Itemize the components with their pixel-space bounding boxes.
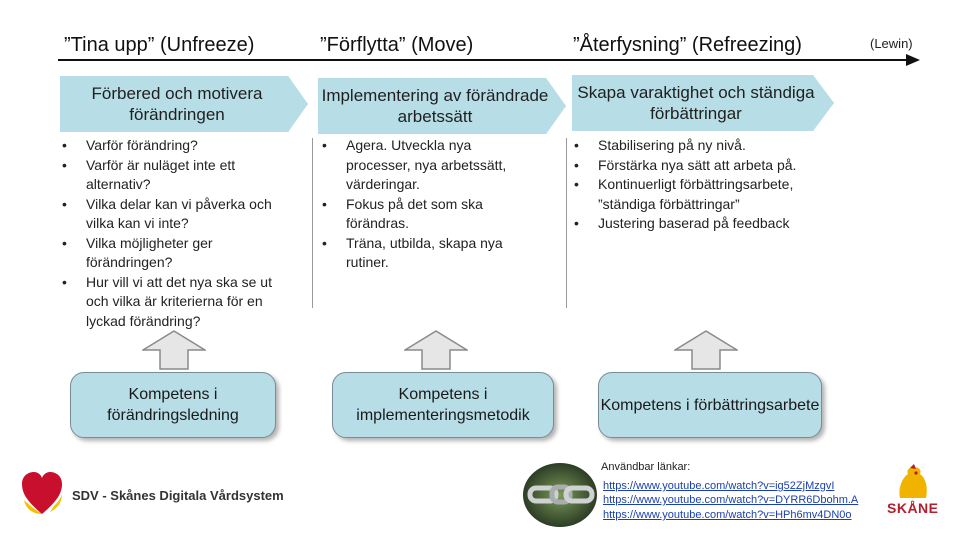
list-item: Vilka möjligheter ger förändringen?	[62, 234, 288, 273]
competence-box-refreezing: Kompetens i förbättringsarbete	[598, 372, 822, 438]
column-divider	[566, 138, 567, 308]
competence-box-move: Kompetens i implementeringsmetodik	[332, 372, 554, 438]
banner-unfreeze-label: Förbered och motivera förändringen	[91, 84, 263, 124]
list-item: Fokus på det som ska förändras.	[322, 195, 532, 234]
banner-move-label: Implementering av förändrade arbetssätt	[321, 86, 549, 126]
banner-unfreeze: Förbered och motivera förändringen	[60, 76, 308, 132]
list-item: Varför är nuläget inte ett alternativ?	[62, 156, 288, 195]
banner-move: Implementering av förändrade arbetssätt	[318, 78, 566, 134]
youtube-link-3[interactable]: https://www.youtube.com/watch?v=HPh6mv4D…	[603, 509, 852, 521]
list-item: Stabilisering på ny nivå.	[574, 136, 836, 156]
phase-title-refreezing: ”Återfysning” (Refreezing)	[573, 34, 802, 56]
timeline-line	[58, 59, 908, 61]
list-item: Träna, utbilda, skapa nya rutiner.	[322, 234, 532, 273]
list-item: Justering baserad på feedback	[574, 214, 836, 234]
competence-box-unfreeze: Kompetens i förändringsledning	[70, 372, 276, 438]
youtube-link-1[interactable]: https://www.youtube.com/watch?v=ig52ZjMz…	[603, 480, 835, 492]
list-item: Hur vill vi att det nya ska se ut och vi…	[62, 273, 288, 332]
phase-title-move: ”Förflytta” (Move)	[320, 34, 474, 56]
competence-label: Kompetens i implementeringsmetodik	[356, 386, 530, 424]
list-item: Agera. Utveckla nya processer, nya arbet…	[322, 136, 532, 195]
competence-label: Kompetens i förändringsledning	[107, 386, 239, 424]
lewin-label: (Lewin)	[870, 36, 913, 51]
up-arrow-icon	[674, 330, 738, 370]
links-title: Användbar länkar:	[601, 461, 691, 473]
up-arrow-icon	[404, 330, 468, 370]
list-item: Varför förändring?	[62, 136, 288, 156]
list-item: Förstärka nya sätt att arbeta på.	[574, 156, 836, 176]
banner-refreezing-label: Skapa varaktighet och ständiga förbättri…	[577, 83, 815, 123]
skane-griffin-logo-icon	[899, 464, 927, 498]
column-divider	[312, 138, 313, 308]
timeline-arrowhead	[906, 54, 920, 66]
bullet-list-move: Agera. Utveckla nya processer, nya arbet…	[322, 136, 532, 273]
bullet-list-unfreeze: Varför förändring? Varför är nuläget int…	[62, 136, 288, 331]
sdv-logo-text: SDV - Skånes Digitala Vårdsystem	[72, 488, 284, 503]
banner-refreezing: Skapa varaktighet och ständiga förbättri…	[572, 75, 834, 131]
sdv-heart-logo-icon	[22, 472, 62, 514]
youtube-link-2[interactable]: https://www.youtube.com/watch?v=DYRR6Dbo…	[603, 494, 859, 506]
competence-label: Kompetens i förbättringsarbete	[600, 396, 820, 414]
up-arrow-icon	[142, 330, 206, 370]
bullet-list-refreezing: Stabilisering på ny nivå. Förstärka nya …	[574, 136, 836, 234]
chain-image-icon	[523, 463, 597, 527]
phase-title-unfreeze: ”Tina upp” (Unfreeze)	[64, 34, 255, 56]
skane-logo-text: SKÅNE	[887, 500, 939, 516]
list-item: Kontinuerligt förbättringsarbete, ”ständ…	[574, 175, 836, 214]
list-item: Vilka delar kan vi påverka och vilka kan…	[62, 195, 288, 234]
